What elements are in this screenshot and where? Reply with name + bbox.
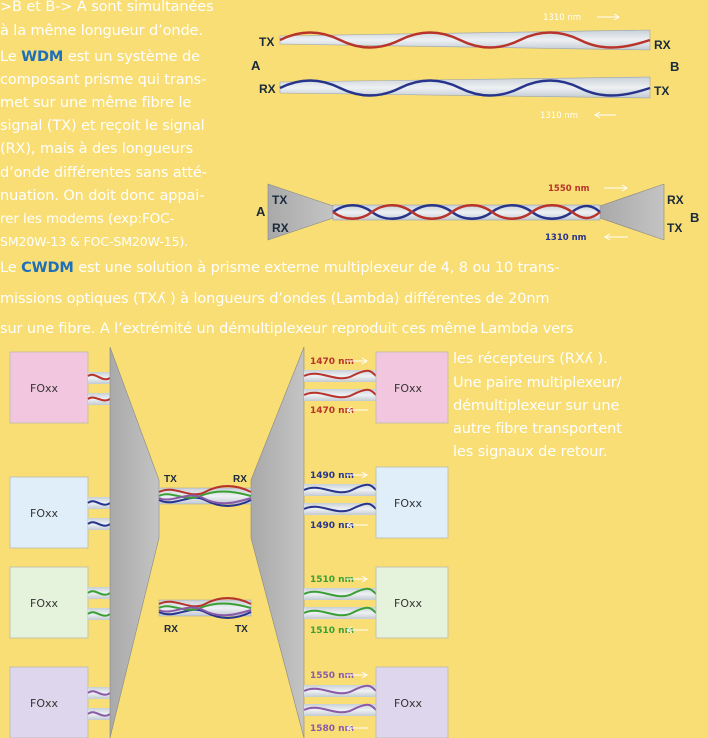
text-line: composant prisme qui trans- [0, 72, 207, 88]
text-line: Le WDM est un système de [0, 48, 200, 66]
text-line: les signaux de retour. [453, 444, 608, 460]
text-line: Le CWDM est une solution à prisme extern… [0, 259, 560, 277]
fiber-bottom [279, 76, 651, 99]
arrow-left-icon [346, 521, 368, 529]
module-box [9, 351, 89, 424]
text-line: démultiplexeur sur une [453, 398, 620, 414]
end-b: B [690, 210, 699, 225]
wavelength-label: 1510 nm [310, 626, 354, 636]
text-line: d’onde différentes sans atté- [0, 165, 207, 181]
module-box [9, 566, 89, 639]
demultiplexer-prism [250, 346, 305, 738]
label-tx: TX [235, 624, 248, 635]
label-rx: RX [272, 221, 289, 235]
label-tx: TX [272, 193, 287, 207]
label-rx: RX [259, 82, 276, 96]
text-line: (RX), mais à des longueurs [0, 141, 194, 157]
arrow-right-icon [597, 13, 620, 21]
label-tx: TX [654, 84, 669, 98]
text-line: SM20W-13 & FOC-SM20W-15). [0, 234, 189, 249]
wavelength-label: 1470 nm [310, 357, 354, 367]
arrow-left-icon [346, 626, 368, 634]
shared-fibre-top [158, 485, 252, 507]
text-fragment: Le [0, 49, 22, 65]
diagram-wdm-prisms: TX RX A RX TX B 1550 nm 1310 nm [256, 183, 699, 243]
label-rx: RX [667, 193, 684, 207]
wavelength-label: 1550 nm [310, 671, 354, 681]
left-stubs [87, 372, 111, 720]
text-fragment: Le [0, 260, 22, 276]
end-b: B [670, 59, 679, 74]
arrow-right-icon [346, 471, 368, 479]
end-a: A [256, 204, 266, 219]
text-line: rer les modems (exp:FOC- [0, 211, 175, 227]
module-box [375, 666, 449, 738]
wavelength-label: 1550 nm [548, 184, 590, 194]
wave-blue [279, 79, 651, 97]
cwdm-term: CWDM [21, 260, 74, 276]
wavelength-label: 1310 nm [545, 233, 587, 243]
label-rx: RX [164, 624, 178, 635]
right-stubs [303, 369, 377, 716]
module-label: FOxx [30, 697, 58, 710]
module-label: FOxx [394, 697, 422, 710]
arrow-left-icon [346, 406, 368, 414]
wave-red [332, 204, 601, 220]
module-box [9, 666, 89, 738]
label-tx: TX [667, 221, 682, 235]
module-box [375, 466, 449, 539]
wavelength-labels: 1470 nm 1470 nm 1490 nm 1490 nm 1510 nm … [310, 357, 368, 734]
arrow-right-icon [346, 575, 368, 583]
module-label: FOxx [30, 382, 58, 395]
arrow-left-icon [594, 111, 616, 119]
shared-fibre-bottom [158, 597, 252, 619]
arrow-right-icon [604, 184, 628, 192]
fiber-top [279, 29, 651, 51]
text-line: les récepteurs (RXʎ ). [453, 351, 608, 367]
text-line: Une paire multiplexeur/ [453, 375, 622, 391]
arrow-left-icon [604, 233, 628, 241]
module-label: FOxx [394, 497, 422, 510]
label-rx: RX [233, 474, 247, 485]
wdm-term: WDM [21, 49, 64, 65]
text-fragment: est un système de [63, 49, 200, 65]
module-label: FOxx [30, 507, 58, 520]
text-line: missions optiques (TXʎ ) à longueurs d’o… [0, 291, 550, 307]
module-box [375, 566, 449, 639]
label-tx: TX [259, 35, 274, 49]
wave-red [279, 31, 651, 49]
prism-right [599, 183, 665, 241]
label-rx: RX [654, 38, 671, 52]
arrow-left-icon [346, 724, 368, 732]
text-line: autre fibre transportent [453, 421, 622, 437]
module-box [9, 476, 89, 549]
wavelength-label: 1470 nm [310, 406, 354, 416]
wavelength-label: 1490 nm [310, 471, 354, 481]
text-fragment: est une solution à prisme externe multip… [73, 260, 560, 276]
wavelength-label: 1310 nm [543, 13, 581, 23]
diagram-cwdm: FOxx FOxx FOxx FOxx [9, 346, 449, 738]
wavelength-label: 1510 nm [310, 575, 354, 585]
module-box [375, 351, 449, 424]
module-label: FOxx [394, 382, 422, 395]
wave-blue [332, 204, 601, 220]
arrow-right-icon [346, 671, 368, 679]
text-line: à la même longueur d’onde. [0, 23, 203, 39]
arrow-right-icon [346, 357, 368, 365]
text-line: >B et B-> A sont simultanées [0, 0, 214, 15]
text-line: sur une fibre. A l’extrémité un démultip… [0, 321, 574, 337]
module-label: FOxx [394, 597, 422, 610]
wavelength-label: 1490 nm [310, 521, 354, 531]
multiplexer-prism [109, 346, 160, 738]
wavelength-label: 1310 nm [540, 111, 578, 121]
text-line: met sur une même fibre le [0, 95, 192, 111]
text-line: nuation. On doit donc appai- [0, 188, 205, 204]
module-label: FOxx [30, 597, 58, 610]
end-a: A [251, 58, 261, 73]
label-tx: TX [164, 474, 177, 485]
diagram-wdm-two-fibres: TX RX A RX TX B 1310 nm 1310 nm [251, 13, 679, 121]
text-line: signal (TX) et reçoit le signal [0, 118, 205, 134]
wavelength-label: 1580 nm [310, 724, 354, 734]
